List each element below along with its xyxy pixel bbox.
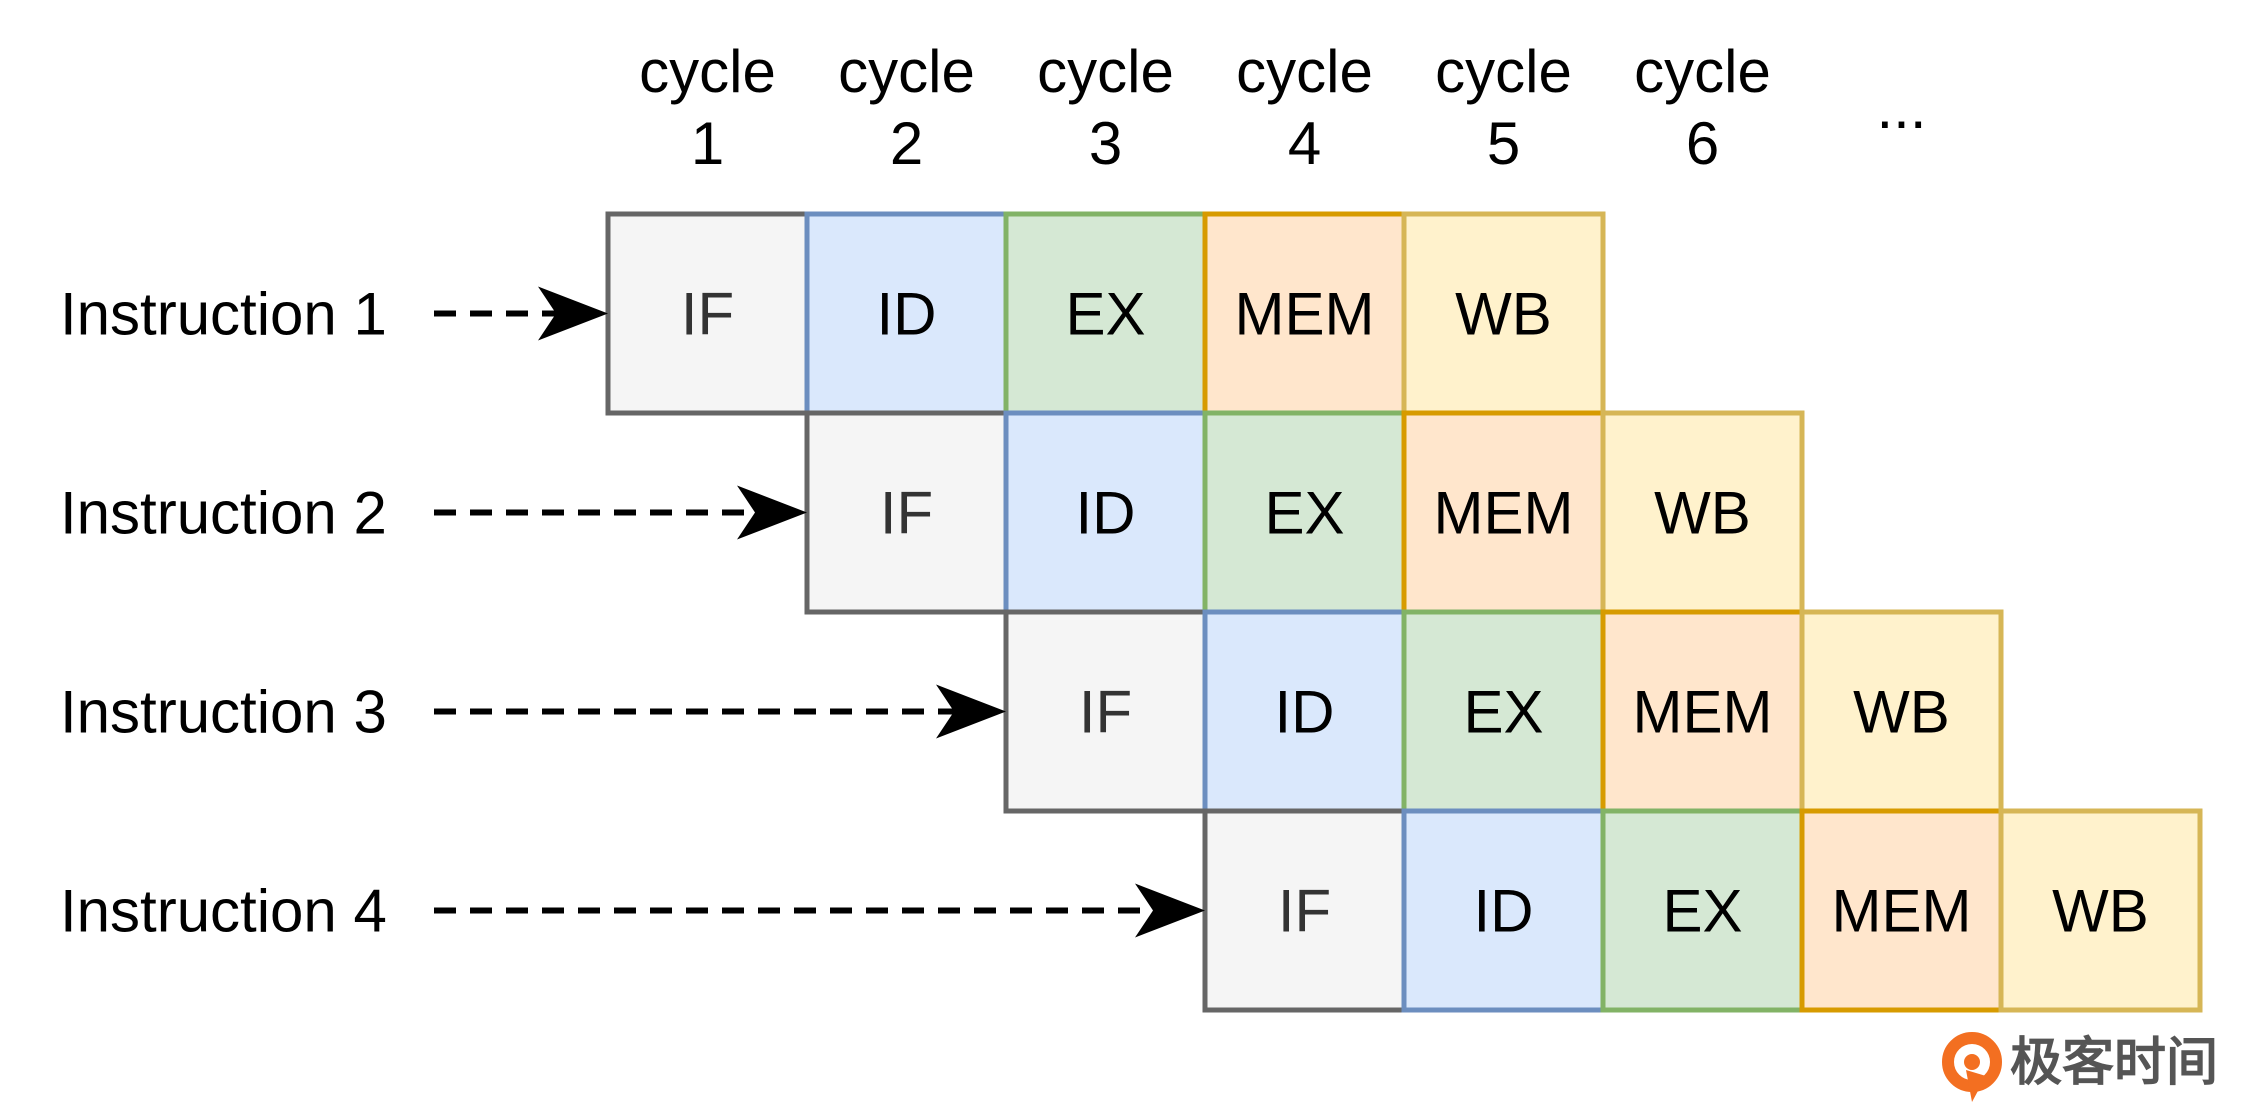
stage-cell-mem-fill bbox=[1603, 612, 1802, 811]
instruction-label: Instruction 1 bbox=[60, 281, 387, 348]
stage-label-ex: EX bbox=[1065, 281, 1145, 348]
stage-cell-id-fill bbox=[1404, 811, 1603, 1010]
stage-label-id: ID bbox=[877, 281, 937, 348]
stage-label-wb: WB bbox=[2052, 878, 2149, 945]
cycle-number: 2 bbox=[890, 110, 923, 177]
stage-label-id: ID bbox=[1474, 878, 1534, 945]
stage-cell-wb-fill bbox=[2001, 811, 2200, 1010]
stage-label-mem: MEM bbox=[1832, 878, 1972, 945]
stage-label-ex: EX bbox=[1463, 679, 1543, 746]
instruction-labels: Instruction 1 Instruction 2 Instruction 3 I… bbox=[60, 281, 1205, 945]
cycle-number: 5 bbox=[1487, 110, 1520, 177]
cycle-word: cycle bbox=[1634, 38, 1771, 105]
cycle-header: cycle1cycle2cycle3cycle4cycle5cycle6... bbox=[639, 38, 1926, 177]
instruction-arrowhead bbox=[1135, 883, 1205, 938]
stage-cell-mem-fill bbox=[1404, 413, 1603, 612]
stage-label-mem: MEM bbox=[1633, 679, 1773, 746]
instruction-arrowhead bbox=[538, 286, 608, 341]
stage-label-if: IF bbox=[1079, 679, 1132, 746]
stage-label-wb: WB bbox=[1654, 480, 1751, 547]
logo-text: 极客时间 bbox=[2010, 1034, 2218, 1092]
instruction-arrowhead bbox=[737, 485, 807, 540]
stage-label-wb: WB bbox=[1853, 679, 1950, 746]
stage-cell-ex-fill bbox=[1006, 214, 1205, 413]
stage-label-id: ID bbox=[1275, 679, 1335, 746]
cell-fills bbox=[608, 214, 2200, 1010]
stage-label-if: IF bbox=[1278, 878, 1331, 945]
stage-cell-if-fill bbox=[1006, 612, 1205, 811]
stage-label-if: IF bbox=[681, 281, 734, 348]
stage-label-ex: EX bbox=[1662, 878, 1742, 945]
stage-label-id: ID bbox=[1076, 480, 1136, 547]
stage-cell-mem-fill bbox=[1205, 214, 1404, 413]
stage-cell-ex-fill bbox=[1603, 811, 1802, 1010]
cycle-word: cycle bbox=[1236, 38, 1373, 105]
cycle-word: cycle bbox=[639, 38, 776, 105]
stage-label-wb: WB bbox=[1455, 281, 1552, 348]
stage-cell-if-fill bbox=[608, 214, 807, 413]
logo-icon bbox=[1942, 1032, 2002, 1102]
stage-cell-wb-fill bbox=[1404, 214, 1603, 413]
cycle-ellipsis: ... bbox=[1876, 74, 1926, 141]
stage-cell-mem-fill bbox=[1802, 811, 2001, 1010]
stage-cell-ex-fill bbox=[1404, 612, 1603, 811]
instruction-label: Instruction 3 bbox=[60, 679, 387, 746]
stage-cell-id-fill bbox=[1205, 612, 1404, 811]
stage-cell-id-fill bbox=[1006, 413, 1205, 612]
cell-labels: IF ID EX MEM WB IF ID EX MEM WB IF ID EX MEM WB IF ID EX M… bbox=[681, 281, 2149, 945]
stage-label-mem: MEM bbox=[1434, 480, 1574, 547]
stage-cell-id-fill bbox=[807, 214, 1006, 413]
stage-cell-wb-fill bbox=[1802, 612, 2001, 811]
stage-cell-if-fill bbox=[807, 413, 1006, 612]
cycle-number: 6 bbox=[1686, 110, 1719, 177]
cycle-number: 1 bbox=[691, 110, 724, 177]
stage-cell-wb-fill bbox=[1603, 413, 1802, 612]
pipeline-grid: IF ID EX MEM WB IF ID EX MEM WB IF ID EX MEM WB IF ID EX M… bbox=[605, 211, 2203, 1013]
brand-logo: 极客时间 bbox=[1942, 1032, 2218, 1102]
stage-cell-if-fill bbox=[1205, 811, 1404, 1010]
instruction-label: Instruction 2 bbox=[60, 480, 387, 547]
stage-label-if: IF bbox=[880, 480, 933, 547]
stage-label-mem: MEM bbox=[1235, 281, 1375, 348]
stage-label-ex: EX bbox=[1264, 480, 1344, 547]
instruction-label: Instruction 4 bbox=[60, 878, 387, 945]
cycle-number: 3 bbox=[1089, 110, 1122, 177]
stage-cell-ex-fill bbox=[1205, 413, 1404, 612]
cycle-word: cycle bbox=[1037, 38, 1174, 105]
cycle-word: cycle bbox=[838, 38, 975, 105]
cycle-word: cycle bbox=[1435, 38, 1572, 105]
cycle-number: 4 bbox=[1288, 110, 1321, 177]
instruction-arrowhead bbox=[936, 684, 1006, 739]
stage-cell-wb-border bbox=[1998, 808, 2203, 1013]
